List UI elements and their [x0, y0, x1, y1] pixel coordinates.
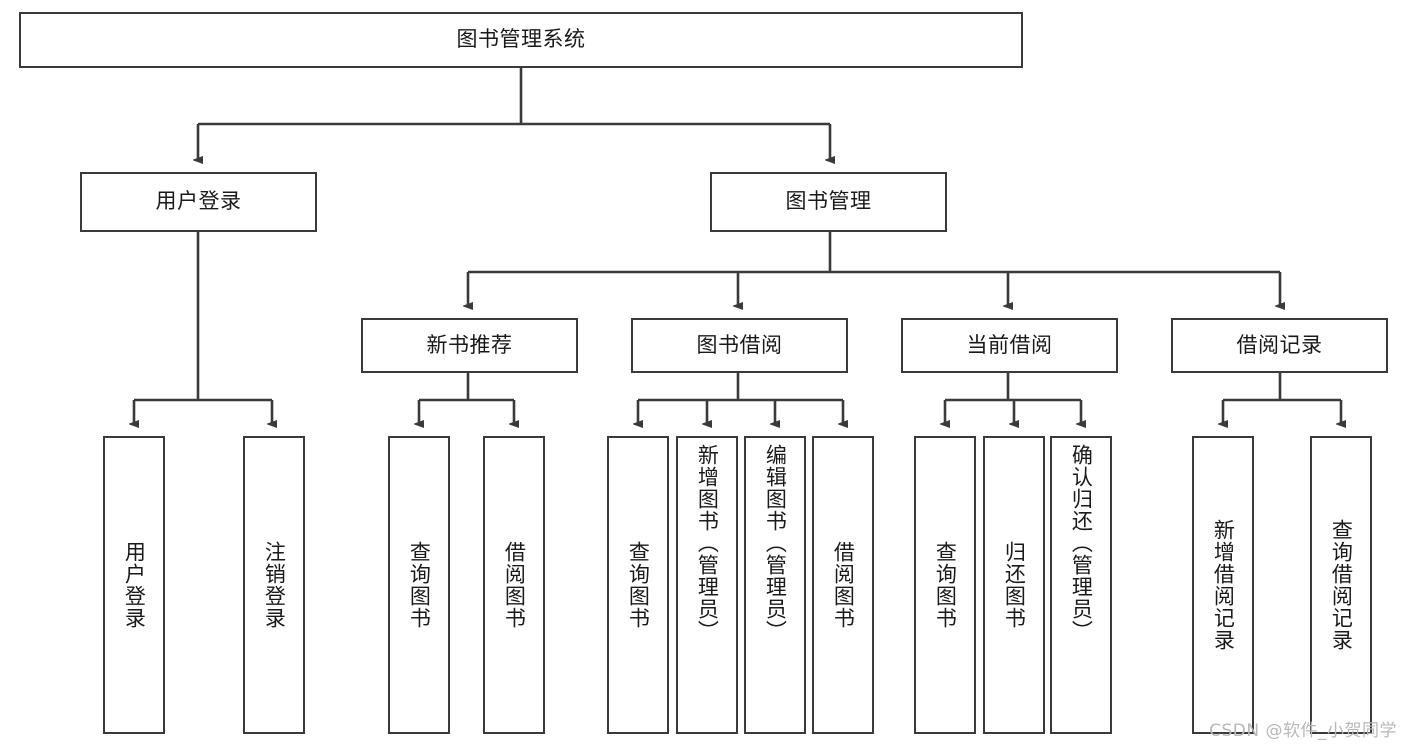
- node-leaf-user-logout[interactable]: 注销登录: [243, 436, 305, 734]
- node-leaf-add-book-label: 新增图书（管理员）: [695, 444, 720, 642]
- node-leaf-confirm-return[interactable]: 确认归还（管理员）: [1050, 436, 1112, 734]
- node-leaf-add-book[interactable]: 新增图书（管理员）: [676, 436, 738, 734]
- node-leaf-query-record[interactable]: 查询借阅记录: [1310, 436, 1372, 734]
- node-root[interactable]: 图书管理系统: [19, 12, 1023, 68]
- node-new-book-recommend[interactable]: 新书推荐: [361, 318, 578, 373]
- node-leaf-borrow-book-1[interactable]: 借阅图书: [483, 436, 545, 734]
- node-leaf-query-book-3-label: 查询图书: [933, 541, 958, 629]
- node-root-label: 图书管理系统: [456, 27, 586, 52]
- node-leaf-query-book-1-label: 查询图书: [407, 541, 432, 629]
- node-leaf-return-book-label: 归还图书: [1002, 541, 1027, 629]
- node-leaf-query-book-3[interactable]: 查询图书: [914, 436, 976, 734]
- node-current-borrow[interactable]: 当前借阅: [901, 318, 1118, 373]
- node-leaf-confirm-return-label: 确认归还（管理员）: [1069, 444, 1094, 642]
- node-leaf-edit-book-label: 编辑图书（管理员）: [763, 444, 788, 642]
- node-leaf-query-record-label: 查询借阅记录: [1329, 519, 1354, 651]
- node-book-borrow-label: 图书借阅: [696, 332, 783, 357]
- node-leaf-borrow-book-2-label: 借阅图书: [831, 541, 856, 629]
- node-user-login-label: 用户登录: [155, 189, 242, 214]
- node-borrow-record[interactable]: 借阅记录: [1171, 318, 1388, 373]
- node-user-login[interactable]: 用户登录: [80, 172, 317, 232]
- node-borrow-record-label: 借阅记录: [1236, 332, 1323, 357]
- node-book-borrow[interactable]: 图书借阅: [631, 318, 848, 373]
- node-leaf-edit-book[interactable]: 编辑图书（管理员）: [744, 436, 806, 734]
- node-leaf-query-book-1[interactable]: 查询图书: [388, 436, 450, 734]
- node-book-manage[interactable]: 图书管理: [710, 172, 947, 232]
- csdn-watermark: CSDN @软件_小贺同学: [1209, 721, 1397, 741]
- node-leaf-add-record-label: 新增借阅记录: [1211, 519, 1236, 651]
- node-leaf-query-book-2-label: 查询图书: [626, 541, 651, 629]
- node-leaf-return-book[interactable]: 归还图书: [983, 436, 1045, 734]
- node-leaf-add-record[interactable]: 新增借阅记录: [1192, 436, 1254, 734]
- node-leaf-borrow-book-1-label: 借阅图书: [502, 541, 527, 629]
- node-current-borrow-label: 当前借阅: [966, 332, 1053, 357]
- node-book-manage-label: 图书管理: [785, 189, 872, 214]
- node-new-book-recommend-label: 新书推荐: [426, 332, 513, 357]
- node-leaf-query-book-2[interactable]: 查询图书: [607, 436, 669, 734]
- node-leaf-borrow-book-2[interactable]: 借阅图书: [812, 436, 874, 734]
- node-leaf-user-login-label: 用户登录: [122, 541, 147, 629]
- node-leaf-user-logout-label: 注销登录: [262, 541, 287, 629]
- node-leaf-user-login[interactable]: 用户登录: [103, 436, 165, 734]
